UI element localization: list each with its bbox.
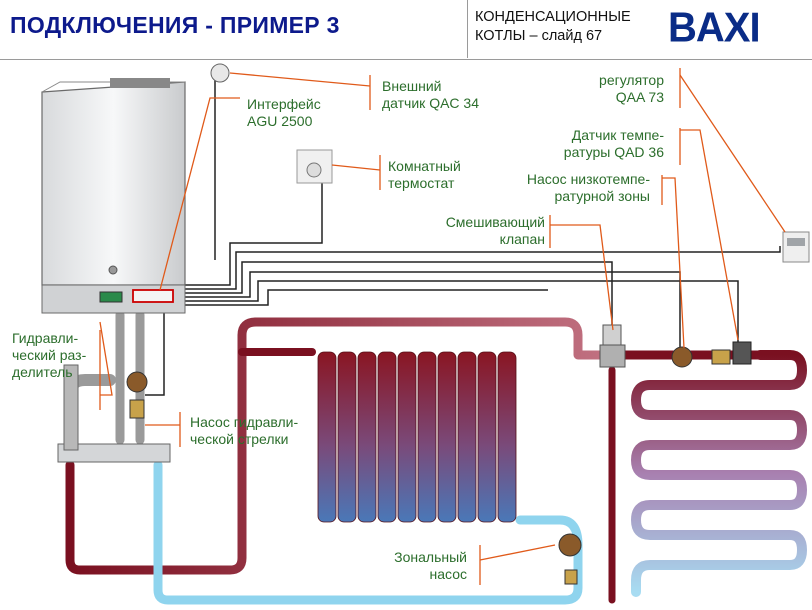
label-zone-pump-line1: Зональный (394, 549, 467, 565)
pipes (64, 310, 807, 605)
label-temp-sensor: Датчик темпе- ратуры QAD 36 (530, 127, 664, 161)
label-room-thermostat-line1: Комнатный (388, 158, 461, 174)
label-external-sensor: Внешний датчик QAC 34 (382, 78, 479, 112)
label-mixing-valve-line1: Смешивающий (445, 214, 545, 230)
label-regulator-line2: QAA 73 (615, 89, 664, 105)
label-interface-line1: Интерфейс (247, 96, 321, 112)
regulator-qaa73 (782, 231, 810, 263)
label-temp-sensor-line1: Датчик темпе- (571, 127, 664, 143)
subtitle-line-1: КОНДЕНСАЦИОННЫЕ (475, 9, 631, 25)
agu-interface-module (132, 289, 174, 303)
label-zone-pump: Зональный насос (370, 549, 467, 583)
separator-pump (126, 371, 148, 419)
label-temp-sensor-line2: ратуры QAD 36 (563, 144, 664, 160)
label-hydraulic-separator-line1: Гидравли- (12, 330, 79, 346)
header: ПОДКЛЮЧЕНИЯ - ПРИМЕР 3 КОНДЕНСАЦИОННЫЕ К… (0, 0, 812, 60)
label-separator-pump-line1: Насос гидравли- (190, 414, 299, 430)
label-separator-pump: Насос гидравли- ческой стрелки (190, 414, 298, 448)
control-wires (145, 78, 781, 396)
label-separator-pump-line2: ческой стрелки (190, 431, 289, 447)
header-vertical-divider (467, 0, 468, 58)
label-hydraulic-separator-line2: ческий раз- (12, 347, 87, 363)
label-external-sensor-line2: датчик QAC 34 (382, 95, 479, 111)
hydraulic-separator (57, 364, 171, 463)
room-thermostat (296, 149, 333, 184)
radiator (317, 351, 517, 523)
label-low-temp-pump-line1: Насос низкотемпе- (526, 171, 650, 187)
label-hydraulic-separator-line3: делитель (12, 364, 73, 380)
header-divider (0, 59, 812, 60)
label-interface-line2: AGU 2500 (247, 113, 313, 129)
leader-lines (99, 68, 786, 585)
external-sensor-qac34 (210, 63, 230, 83)
label-room-thermostat-line2: термостат (388, 175, 455, 191)
low-temp-pump (671, 346, 731, 368)
label-regulator-line1: регулятор (599, 72, 664, 88)
zone-pump (558, 533, 582, 585)
label-zone-pump-line2: насос (429, 566, 467, 582)
label-mixing-valve-line2: клапан (499, 231, 545, 247)
subtitle-line-2: КОТЛЫ – слайд 67 (475, 28, 603, 44)
label-mixing-valve: Смешивающий клапан (420, 214, 545, 248)
baxi-logo: BAXI (668, 4, 761, 52)
label-regulator: регулятор QAA 73 (560, 72, 664, 106)
page-title: ПОДКЛЮЧЕНИЯ - ПРИМЕР 3 (10, 12, 340, 38)
slide-subtitle: КОНДЕНСАЦИОННЫЕ КОТЛЫ – слайд 67 (475, 8, 631, 46)
label-external-sensor-line1: Внешний (382, 78, 442, 94)
mixing-valve (599, 324, 626, 368)
label-hydraulic-separator: Гидравли- ческий раз- делитель (12, 330, 86, 381)
label-low-temp-pump: Насос низкотемпе- ратурной зоны (500, 171, 650, 205)
label-room-thermostat: Комнатный термостат (388, 158, 461, 192)
temp-sensor-qad36 (732, 341, 752, 365)
boiler (41, 78, 186, 314)
label-low-temp-pump-line2: ратурной зоны (554, 188, 650, 204)
label-interface: Интерфейс AGU 2500 (247, 96, 321, 130)
